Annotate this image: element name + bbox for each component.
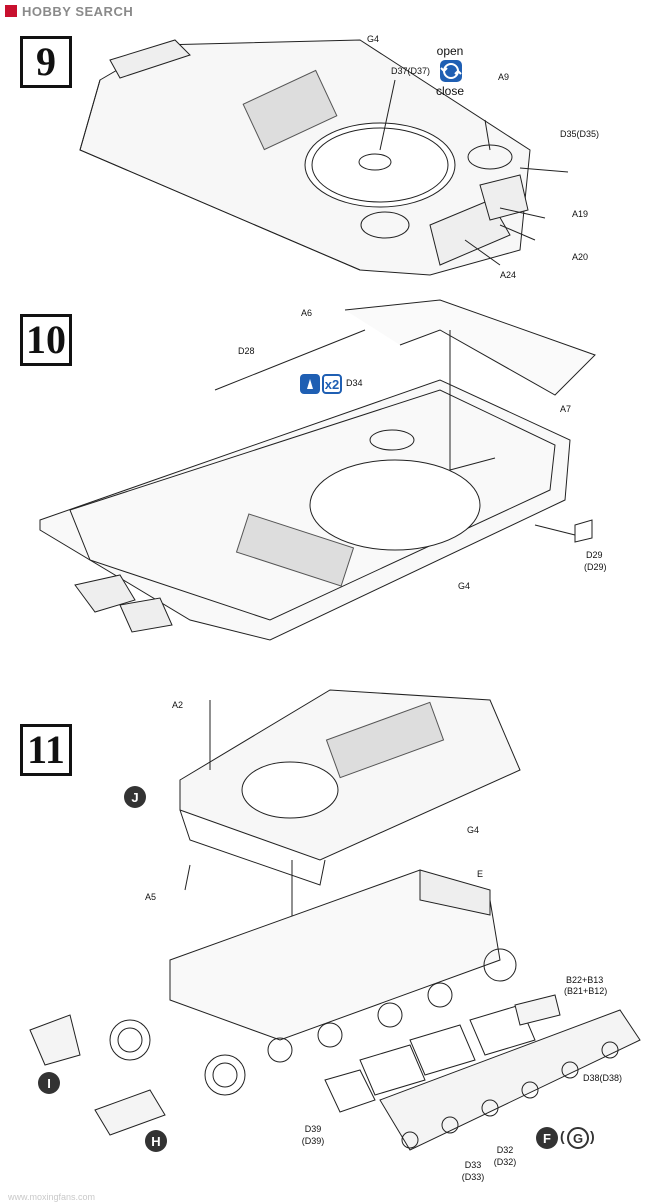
part-label-g4-lower: G4 — [458, 581, 471, 591]
part-label-a9: A9 — [498, 72, 510, 82]
part-label-b22: B22+B13 — [566, 975, 604, 985]
part-label-d33-alt: (D33) — [461, 1172, 485, 1182]
step11-upper-hull — [179, 689, 521, 1030]
part-label-d39-alt: (D39) — [301, 1136, 325, 1146]
brand-logo: HOBBY SEARCH — [4, 2, 133, 20]
part-label-a20: A20 — [572, 252, 589, 262]
part-label-a19: A19 — [572, 209, 589, 219]
part-label-a24: A24 — [500, 270, 517, 280]
tube-icon — [307, 379, 313, 389]
callout-f: F — [536, 1127, 558, 1149]
quantity-value: 2 — [332, 376, 340, 392]
step-number-11: 11 — [20, 724, 72, 776]
step11-chassis — [29, 869, 641, 1151]
part-label-e: E — [477, 869, 484, 879]
paren-open: ( — [560, 1128, 565, 1144]
step-number-10: 10 — [20, 314, 72, 366]
callout-i: I — [38, 1072, 60, 1094]
part-label-a7: A7 — [560, 404, 572, 414]
part-label-d29-alt: (D29) — [584, 562, 607, 572]
rotate-arrows-icon — [440, 63, 462, 79]
part-label-a5: A5 — [145, 892, 157, 902]
part-label-d28: D28 — [238, 346, 255, 356]
paren-close: ) — [590, 1128, 595, 1144]
brand-name: HOBBY SEARCH — [22, 3, 134, 19]
glue-icon — [300, 374, 320, 394]
callout-g: G — [567, 1127, 589, 1149]
part-label-d38: D38(D38) — [583, 1073, 623, 1083]
brand-mark-icon — [5, 5, 17, 17]
open-close-icon — [440, 60, 462, 82]
close-label: close — [435, 84, 464, 98]
part-label-d39: D39 — [304, 1124, 322, 1134]
part-label-a6: A6 — [301, 308, 313, 318]
part-label-d34: D34 — [346, 378, 363, 388]
watermark-url: www.moxingfans.com — [8, 1192, 96, 1202]
part-label-d29: D29 — [586, 550, 603, 560]
part-label-d35: D35(D35) — [560, 129, 600, 139]
part-label-d33: D33 — [464, 1160, 482, 1170]
part-label-d37: D37(D37) — [391, 66, 431, 76]
callout-j: J — [124, 786, 146, 808]
part-label-a2: A2 — [172, 700, 184, 710]
open-label: open — [436, 44, 464, 58]
step9-hull-top — [79, 39, 569, 276]
callout-h: H — [145, 1130, 167, 1152]
part-label-g4-upper: G4 — [467, 825, 480, 835]
part-label-g4: G4 — [367, 34, 380, 44]
step10-hull-lower — [39, 299, 596, 641]
part-label-d32: D32 — [496, 1145, 514, 1155]
part-label-d32-alt: (D32) — [493, 1157, 517, 1167]
part-label-b21: (B21+B12) — [564, 986, 608, 996]
quantity-prefix: x — [324, 376, 332, 392]
step-number-9: 9 — [20, 36, 72, 88]
